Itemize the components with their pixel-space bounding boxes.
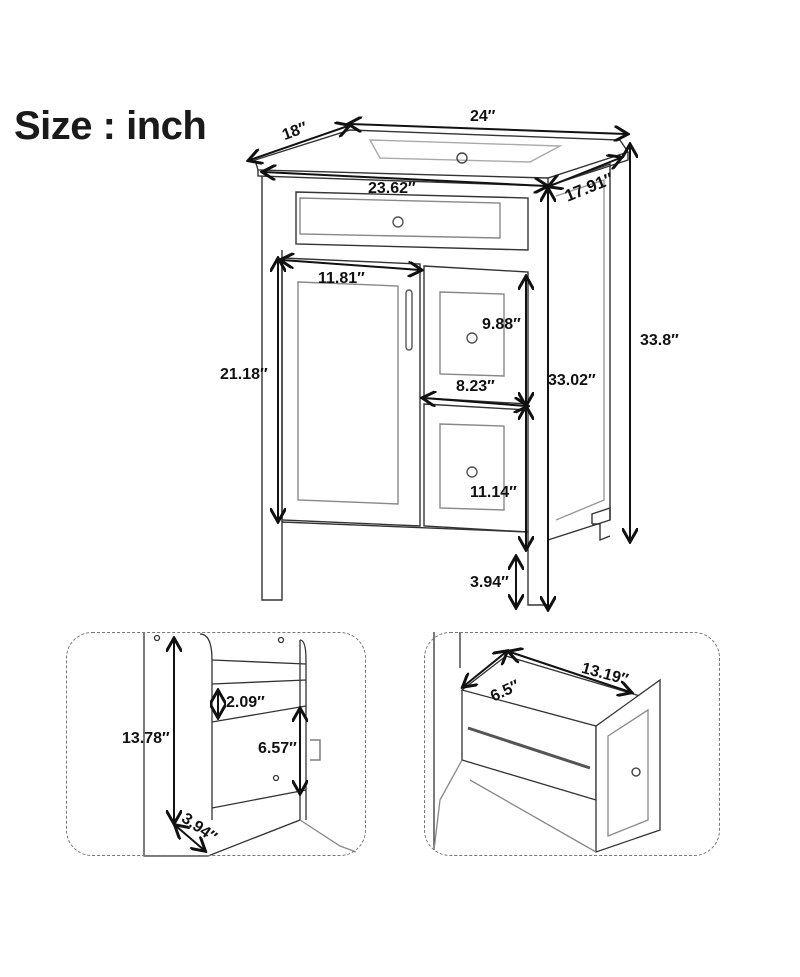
dim-drawer-width: 8.23″	[456, 378, 495, 395]
page-title: Size : inch	[14, 104, 207, 148]
dim-total-height: 33.8″	[640, 332, 679, 349]
dim-bottom-drawer-height: 11.14″	[470, 484, 517, 501]
dim-top-width: 24″	[470, 108, 496, 125]
dim-door-height: 21.18″	[220, 366, 268, 383]
shelf-detail-frame	[66, 632, 366, 856]
dim-upper-gap: 2.09″	[226, 694, 265, 711]
dim-shelf-height: 13.78″	[122, 730, 170, 747]
dim-top-drawer-height: 9.88″	[482, 316, 521, 333]
drawer-detail-drawing	[433, 632, 661, 853]
dim-door-width: 11.81″	[318, 270, 365, 287]
dim-leg-height: 3.94″	[470, 574, 509, 591]
dim-lower-gap: 6.57″	[258, 740, 297, 757]
dim-cabinet-height: 33.02″	[548, 372, 596, 389]
dim-cabinet-width: 23.62″	[368, 180, 416, 197]
drawer-detail-frame	[424, 632, 720, 856]
